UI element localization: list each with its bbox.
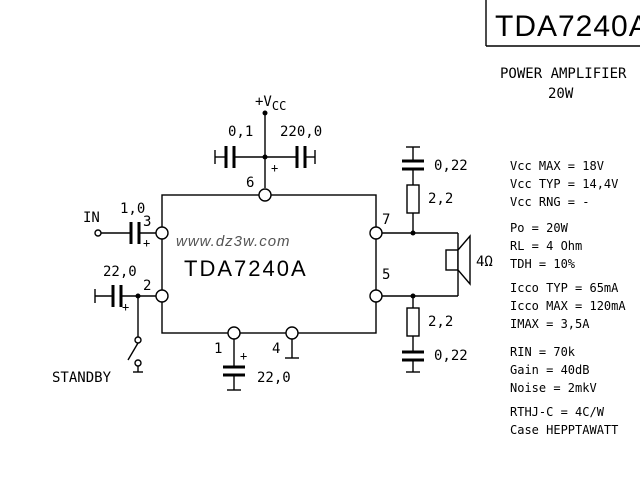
spec-vcc-rng: Vcc RNG = - xyxy=(510,195,589,209)
r-out-bottom-label: 2,2 xyxy=(428,314,453,330)
c-pin1-label: 22,0 xyxy=(257,370,291,386)
pin-1-label: 1 xyxy=(214,341,222,357)
pin-6 xyxy=(258,188,272,202)
spec-icco-typ: Icco TYP = 65mA xyxy=(510,281,619,295)
pin-5 xyxy=(369,289,383,303)
c-out-top-label: 0,22 xyxy=(434,158,468,174)
r-out-top xyxy=(406,184,420,214)
standby-label: STANDBY xyxy=(52,370,112,386)
title-box: TDA7240A xyxy=(485,0,640,47)
spec-rin: RIN = 70k xyxy=(510,345,576,359)
title-text: TDA7240A xyxy=(495,10,640,43)
c-standby-polarity: + xyxy=(122,300,129,314)
c-standby-label: 22,0 xyxy=(103,264,137,280)
spec-vcc-max: Vcc MAX = 18V xyxy=(510,159,604,173)
spec-case: Case HEPPTAWATT xyxy=(510,423,618,437)
specs-group-4: RIN = 70k Gain = 40dB Noise = 2mkV xyxy=(510,345,597,395)
c-supply-1-label: 0,1 xyxy=(228,124,253,140)
specs-group-1: Vcc MAX = 18V Vcc TYP = 14,4V Vcc RNG = … xyxy=(510,159,618,209)
spec-rl: RL = 4 Ohm xyxy=(510,239,582,253)
pin-7-label: 7 xyxy=(382,212,390,228)
specs-group-3: Icco TYP = 65mA Icco MAX = 120mA IMAX = … xyxy=(510,281,626,331)
input-section: IN 1,0 + 3 xyxy=(83,201,169,250)
c-out-bottom-label: 0,22 xyxy=(434,348,468,364)
spec-vcc-typ: Vcc TYP = 14,4V xyxy=(510,177,618,191)
spec-po: Po = 20W xyxy=(510,221,569,235)
output-section: 7 5 0,22 2,2 2,2 0,22 4Ω xyxy=(369,146,493,373)
pin-3 xyxy=(155,226,169,240)
specs-group-5: RTHJ-C = 4C/W Case HEPPTAWATT xyxy=(510,405,618,437)
spec-imax: IMAX = 3,5A xyxy=(510,317,590,331)
pin-2 xyxy=(155,289,169,303)
bottom-section: 1 + 22,0 4 xyxy=(214,326,299,391)
standby-section: 22,0 + STANDBY 2 xyxy=(52,264,169,386)
pin-3-label: 3 xyxy=(143,214,151,230)
specs-group-2: Po = 20W RL = 4 Ohm TDH = 10% xyxy=(510,221,582,271)
pin-2-label: 2 xyxy=(143,278,151,294)
spec-tdh: TDH = 10% xyxy=(510,257,576,271)
subtitle-line-1: POWER AMPLIFIER xyxy=(500,66,627,82)
spec-gain: Gain = 40dB xyxy=(510,363,589,377)
pin-5-label: 5 xyxy=(382,267,390,283)
c-supply-2-polarity: + xyxy=(271,161,278,175)
r-out-top-label: 2,2 xyxy=(428,191,453,207)
pin-4 xyxy=(285,326,299,340)
pin-6-label: 6 xyxy=(246,175,254,191)
in-label: IN xyxy=(83,210,100,226)
watermark: www.dz3w.com xyxy=(176,233,291,250)
vcc-label: +VCC xyxy=(255,94,286,113)
speaker-icon xyxy=(445,234,471,286)
subtitle-line-2: 20W xyxy=(548,86,574,102)
input-terminal xyxy=(94,229,102,237)
pin-4-label: 4 xyxy=(272,341,280,357)
spec-noise: Noise = 2mkV xyxy=(510,381,597,395)
ic-label: TDA7240A xyxy=(184,256,308,281)
r-out-bottom xyxy=(406,307,420,337)
speaker-label: 4Ω xyxy=(476,254,493,270)
pin-1 xyxy=(227,326,241,340)
spec-icco-max: Icco MAX = 120mA xyxy=(510,299,626,313)
c-supply-2-label: 220,0 xyxy=(280,124,322,140)
c-in-label: 1,0 xyxy=(120,201,145,217)
spec-rthj: RTHJ-C = 4C/W xyxy=(510,405,605,419)
c-pin1-polarity: + xyxy=(240,349,247,363)
supply-section: +VCC 0,1 220,0 + 6 xyxy=(214,94,322,202)
c-in-polarity: + xyxy=(143,236,150,250)
pin-7 xyxy=(369,226,383,240)
